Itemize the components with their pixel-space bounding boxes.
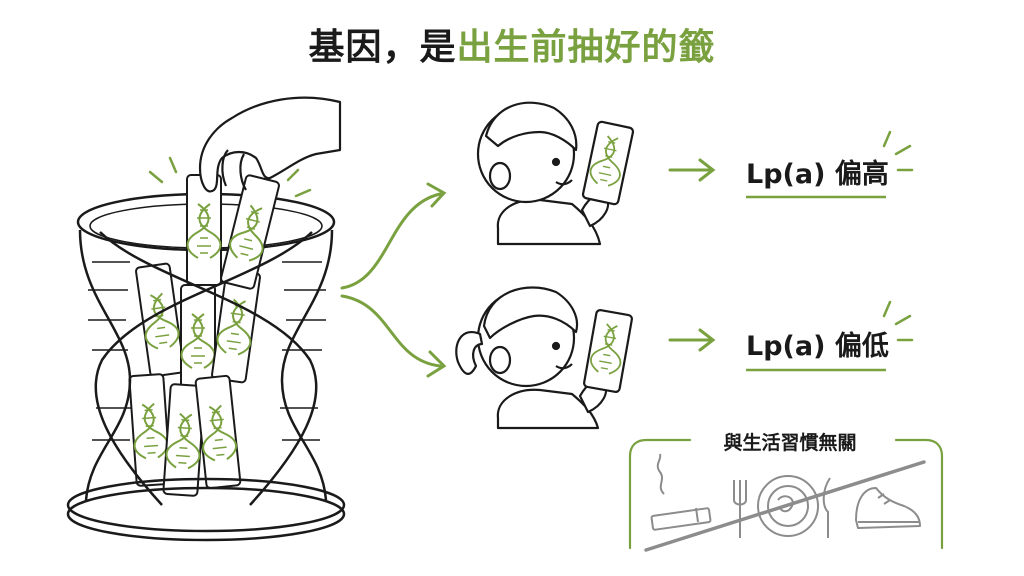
plate-icon xyxy=(757,475,819,537)
dna-stick-icon xyxy=(220,175,280,290)
girl-icon xyxy=(455,286,608,430)
boy-dna-card xyxy=(581,120,635,206)
strike-through-line xyxy=(644,460,926,552)
dna-stick-icon xyxy=(136,263,185,377)
fork-icon xyxy=(733,480,747,538)
sneaker-icon xyxy=(855,487,921,529)
cigarette-icon xyxy=(650,453,712,531)
result-high-label: Lp(a) 偏高 xyxy=(746,159,889,190)
arrow-right-icon xyxy=(668,328,716,352)
hand-icon xyxy=(198,96,342,193)
arrow-right-icon xyxy=(668,158,716,182)
lifestyle-note: 與生活習慣無關 xyxy=(723,432,857,454)
title-part-2-accent: 出生前抽好的籤 xyxy=(456,27,716,68)
girl-dna-card xyxy=(583,309,633,393)
dna-sticks-group xyxy=(129,175,280,497)
branch-arrows xyxy=(340,182,447,378)
dna-stick-icon xyxy=(195,376,240,489)
dna-stick-icon xyxy=(187,175,221,285)
boy-icon xyxy=(476,101,610,246)
title-part-1: 基因，是 xyxy=(308,27,457,68)
sparkle-lines xyxy=(148,156,312,198)
result-low-label: Lp(a) 偏低 xyxy=(746,331,889,362)
sparkle-lines xyxy=(882,130,914,342)
knife-icon xyxy=(822,477,831,538)
lifestyle-frame xyxy=(628,438,944,550)
drum-frame xyxy=(66,229,346,542)
page-title: 基因，是出生前抽好的籤 xyxy=(0,18,1024,70)
